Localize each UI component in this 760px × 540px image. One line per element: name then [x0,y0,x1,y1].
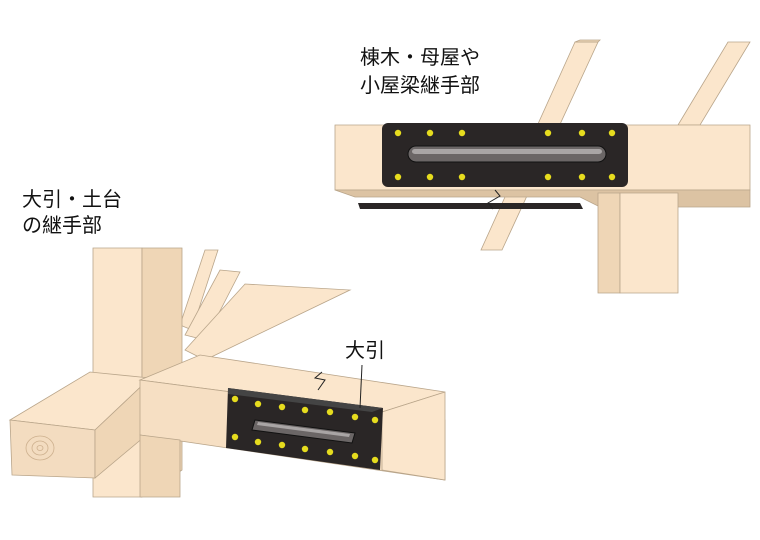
bolt-icon [301,406,309,414]
bolt-icon [544,129,552,137]
bolt-icon [608,173,616,181]
leader-line [359,364,363,409]
joint-line [487,189,501,210]
bolt-icon [231,433,239,441]
bolt-icon [394,129,402,137]
bolt-icon [426,173,434,181]
joint-line-bottom [313,371,326,391]
label-top-1: 棟木・母屋や [360,45,480,69]
bolt-icon [578,129,586,137]
bolt-icon [458,129,466,137]
bolt-icon [278,441,286,449]
bolt-icon [608,129,616,137]
bolt-icon [254,400,262,408]
rafter-right [677,41,751,126]
bolts-top [394,129,616,181]
bolt-icon [278,403,286,411]
bolt-icon [351,413,359,421]
bolt-icon [394,173,402,181]
bolt-icon [326,448,334,456]
beam-end [381,391,446,481]
bolts-bottom [231,395,379,464]
plate-bottom-flange [358,203,583,209]
joint-plate-bottom [226,388,383,470]
label-beam: 大引 [345,338,385,362]
label-top-2: 小屋梁継手部 [360,73,480,97]
bolt-icon [544,173,552,181]
bolt-icon [231,395,239,403]
bolt-icon [351,452,359,460]
bolt-icon [371,416,379,424]
bolt-icon [458,173,466,181]
bolt-icon [371,456,379,464]
post-top [597,192,621,294]
bolt-icon [326,408,334,416]
post-lower [139,434,181,498]
sill-left-end [9,419,96,479]
bolt-icon [578,173,586,181]
bolt-icon [254,438,262,446]
post-top-front [619,192,679,294]
wood-grain [25,435,55,461]
label-left-1: 大引・土台 [22,187,122,211]
rafter-left-side [574,39,601,43]
bolt-icon [301,445,309,453]
joint-plate-top [382,123,628,187]
label-left-2: の継手部 [22,213,102,237]
bolt-icon [426,129,434,137]
